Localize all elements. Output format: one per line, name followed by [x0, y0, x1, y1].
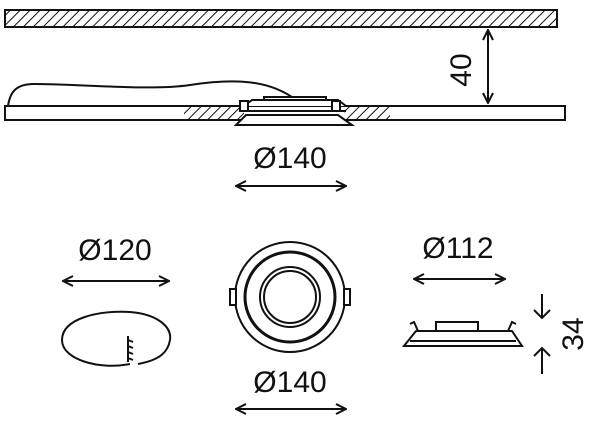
- height-label: 34: [557, 317, 590, 350]
- ceiling-gap-label: 40: [445, 53, 478, 86]
- hole-cutout-icon: [60, 310, 172, 367]
- ceiling-panel: [4, 105, 566, 121]
- hole-diameter-label: Ø120: [78, 234, 151, 267]
- outer-diameter-label: Ø140: [253, 366, 326, 399]
- inner-diameter-label: Ø112: [422, 232, 493, 265]
- fixture-side-profile: [401, 320, 524, 347]
- fixture-front-view: [229, 241, 351, 353]
- height-dimension: [533, 294, 551, 374]
- cutout-diameter-label: Ø140: [253, 142, 326, 175]
- cable: [7, 80, 297, 107]
- fixture-side-view: [233, 96, 356, 126]
- ceiling-slab: [4, 9, 558, 28]
